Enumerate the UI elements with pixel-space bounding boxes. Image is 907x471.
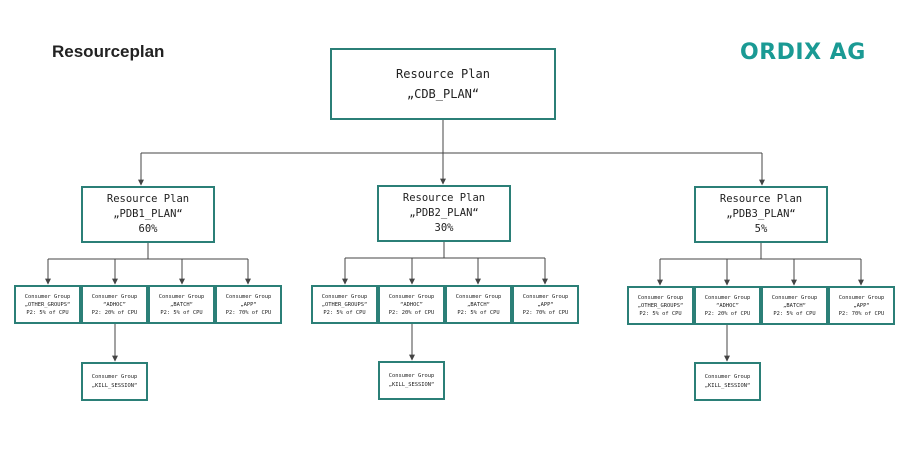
group-name: “ADHOC” [400, 301, 423, 308]
group-name: „OTHER_GROUPS“ [321, 301, 368, 308]
group-label: Consumer Group [838, 294, 885, 301]
kill-session-name: „KILL_SESSION“ [91, 382, 138, 389]
cdb-plan-box: Resource Plan „CDB_PLAN“ [330, 48, 556, 120]
pdb2-plan-box: Resource Plan „PDB2_PLAN“ 30% [377, 185, 511, 242]
group-cpu: P2: 5% of CPU [457, 309, 500, 316]
group-name: “ADHOC” [716, 302, 739, 309]
group-cpu: P2: 5% of CPU [160, 309, 203, 316]
kill-session-label: Consumer Group [388, 372, 435, 379]
group-label: Consumer Group [637, 294, 684, 301]
group-cpu: P2: 20% of CPU [91, 309, 138, 316]
kill-session-name: „KILL_SESSION“ [388, 381, 435, 388]
pdb2-plan-share: 30% [434, 222, 454, 234]
pdb1-group-adhoc: Consumer Group “ADHOC” P2: 20% of CPU [81, 285, 148, 324]
pdb3-group-adhoc: Consumer Group “ADHOC” P2: 20% of CPU [694, 286, 761, 325]
pdb2-group-batch: Consumer Group „BATCH“ P2: 5% of CPU [445, 285, 512, 324]
pdb2-group-adhoc: Consumer Group “ADHOC” P2: 20% of CPU [378, 285, 445, 324]
pdb3-group-app: Consumer Group „APP“ P2: 70% of CPU [828, 286, 895, 325]
group-cpu: P2: 5% of CPU [773, 310, 816, 317]
group-label: Consumer Group [771, 294, 818, 301]
group-label: Consumer Group [225, 293, 272, 300]
pdb1-plan-box: Resource Plan „PDB1_PLAN“ 60% [81, 186, 215, 243]
pdb3-plan-label: Resource Plan [719, 193, 803, 205]
pdb3-kill-session-box: Consumer Group „KILL_SESSION“ [694, 362, 761, 401]
pdb1-group-other-groups: Consumer Group „OTHER_GROUPS“ P2: 5% of … [14, 285, 81, 324]
group-cpu: P2: 5% of CPU [323, 309, 366, 316]
group-name: „BATCH“ [467, 301, 490, 308]
pdb3-plan-box: Resource Plan „PDB3_PLAN“ 5% [694, 186, 828, 243]
pdb2-plan-label: Resource Plan [402, 192, 486, 204]
group-cpu: P2: 20% of CPU [388, 309, 435, 316]
group-name: „APP“ [537, 301, 554, 308]
pdb1-kill-session-box: Consumer Group „KILL_SESSION“ [81, 362, 148, 401]
group-name: „APP“ [240, 301, 257, 308]
group-name: “ADHOC” [103, 301, 126, 308]
pdb2-group-other-groups: Consumer Group „OTHER_GROUPS“ P2: 5% of … [311, 285, 378, 324]
pdb3-group-other-groups: Consumer Group „OTHER_GROUPS“ P2: 5% of … [627, 286, 694, 325]
pdb2-plan-name: „PDB2_PLAN“ [409, 207, 479, 219]
group-label: Consumer Group [388, 293, 435, 300]
pdb3-plan-share: 5% [754, 223, 768, 235]
group-label: Consumer Group [704, 294, 751, 301]
pdb2-kill-session-box: Consumer Group „KILL_SESSION“ [378, 361, 445, 400]
group-label: Consumer Group [455, 293, 502, 300]
company-logo: ORDIX AG [740, 40, 866, 65]
pdb2-group-app: Consumer Group „APP“ P2: 70% of CPU [512, 285, 579, 324]
group-cpu: P2: 70% of CPU [522, 309, 569, 316]
group-label: Consumer Group [24, 293, 71, 300]
group-cpu: P2: 70% of CPU [225, 309, 272, 316]
group-cpu: P2: 20% of CPU [704, 310, 751, 317]
page-title: Resourceplan [52, 42, 165, 61]
pdb1-plan-name: „PDB1_PLAN“ [113, 208, 183, 220]
group-cpu: P2: 5% of CPU [639, 310, 682, 317]
kill-session-label: Consumer Group [704, 373, 751, 380]
pdb3-group-batch: Consumer Group „BATCH“ P2: 5% of CPU [761, 286, 828, 325]
group-name: „BATCH“ [170, 301, 193, 308]
group-cpu: P2: 70% of CPU [838, 310, 885, 317]
cdb-plan-label: Resource Plan [396, 67, 490, 81]
group-label: Consumer Group [321, 293, 368, 300]
group-cpu: P2: 5% of CPU [26, 309, 69, 316]
kill-session-label: Consumer Group [91, 373, 138, 380]
kill-session-name: „KILL_SESSION“ [704, 382, 751, 389]
group-label: Consumer Group [522, 293, 569, 300]
group-label: Consumer Group [91, 293, 138, 300]
group-name: „OTHER_GROUPS“ [637, 302, 684, 309]
pdb1-group-batch: Consumer Group „BATCH“ P2: 5% of CPU [148, 285, 215, 324]
pdb3-plan-name: „PDB3_PLAN“ [726, 208, 796, 220]
group-name: „APP“ [853, 302, 870, 309]
pdb1-plan-share: 60% [138, 223, 158, 235]
pdb1-plan-label: Resource Plan [106, 193, 190, 205]
group-name: „BATCH“ [783, 302, 806, 309]
group-label: Consumer Group [158, 293, 205, 300]
group-name: „OTHER_GROUPS“ [24, 301, 71, 308]
pdb1-group-app: Consumer Group „APP“ P2: 70% of CPU [215, 285, 282, 324]
cdb-plan-name: „CDB_PLAN“ [406, 87, 480, 101]
